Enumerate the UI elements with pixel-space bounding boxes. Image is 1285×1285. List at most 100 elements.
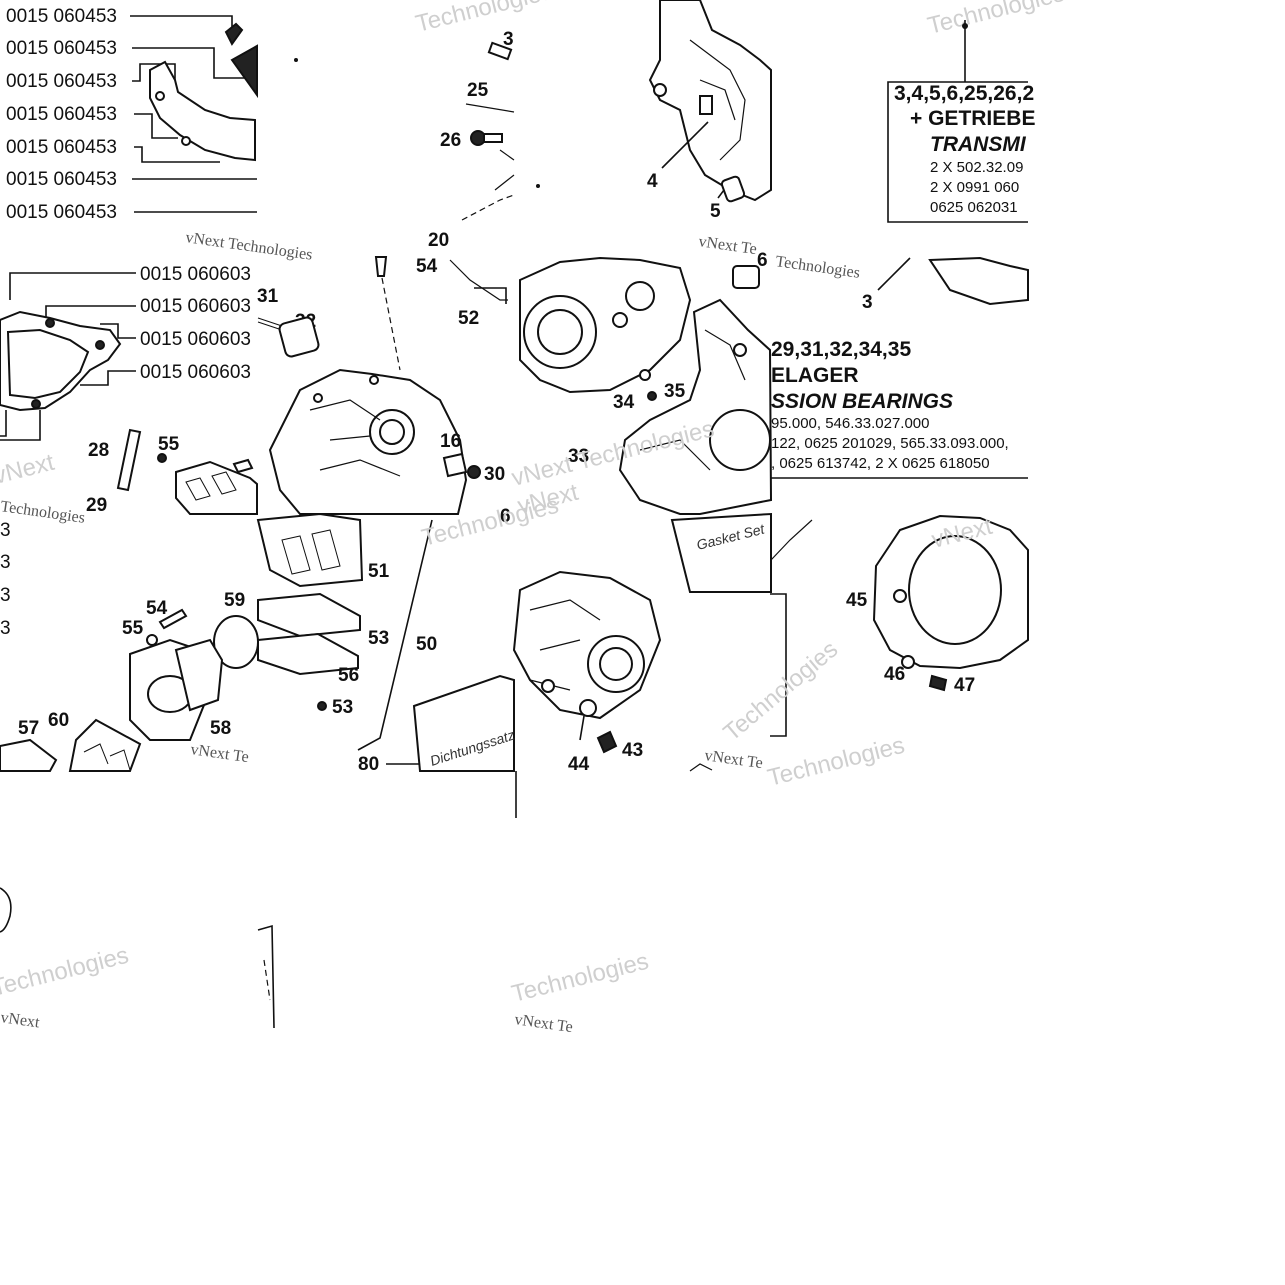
tile-clutch-cover: 45 46 47 vNext [770, 513, 1029, 696]
bolt-hole [181, 136, 191, 146]
leader-line [9, 272, 136, 300]
callout-number: 45 [846, 590, 868, 611]
leader-line [134, 146, 220, 163]
leader-line [661, 121, 709, 169]
callout-number: 3 [503, 29, 514, 50]
part-number-label: 0015 060453 [6, 137, 117, 158]
callout-number: 54 [416, 256, 438, 277]
watermark: Technologies [509, 948, 651, 1008]
bushing-part [278, 316, 320, 358]
tile-intake-parts: 54 55 59 58 60 57 vNext Te 3 3 3 3 [0, 520, 259, 772]
kit-box-line: 0625 062031 [930, 199, 1018, 216]
part-number-label: 0015 060453 [6, 104, 117, 125]
part-number-label: 3 [0, 552, 11, 573]
callout-number: 54 [146, 598, 168, 619]
leader-line [877, 257, 911, 291]
dot [294, 58, 298, 62]
callout-number: 4 [647, 171, 658, 192]
watermark: vNext Te [513, 1011, 573, 1036]
bolt-hole [639, 369, 651, 381]
crankcase-half [268, 368, 468, 515]
leader-line [474, 287, 507, 304]
bolt-hole [155, 91, 165, 101]
callout-number: 50 [416, 634, 437, 655]
gasket-edge [689, 763, 713, 772]
part-number-label: 0015 060453 [6, 71, 117, 92]
watermark: Technologies [774, 253, 861, 282]
callout-number: 59 [224, 590, 245, 611]
fitting-part [374, 256, 388, 277]
watermark: vNext [0, 449, 57, 490]
assembly-line [381, 277, 401, 371]
callout-number: 34 [613, 392, 635, 413]
bolt-hole [901, 655, 915, 669]
tile-lower-middle [257, 924, 275, 1029]
envelope-edge [257, 924, 275, 1029]
callout-number: 53 [368, 628, 389, 649]
callout-number: 60 [48, 710, 69, 731]
kit-box-heading: 3,4,5,6,25,26,2 [894, 82, 1034, 105]
watermark: Technologies [925, 0, 1067, 40]
callout-number: 31 [257, 286, 279, 307]
callout-number: 58 [210, 718, 231, 739]
watermark: vNext [0, 1009, 41, 1031]
bolt-hole [369, 375, 379, 385]
reed-valve-block [175, 460, 258, 515]
leader-line [130, 15, 233, 32]
kit-box-heading: TRANSMI [930, 133, 1027, 156]
leader-line [134, 113, 178, 139]
screw-part [317, 701, 327, 711]
screw-part [596, 730, 618, 754]
crankcase-detail [639, 329, 746, 471]
screw-part [157, 453, 167, 463]
gasket-set-envelope [670, 512, 772, 593]
watermark: Technologies [413, 0, 555, 38]
watermark: Technologies [0, 498, 86, 527]
callout-number: 46 [884, 664, 905, 685]
callout-number: 3 [862, 292, 873, 313]
bolt-hole [31, 399, 41, 409]
small-part [232, 458, 254, 474]
callout-number: 16 [440, 431, 461, 452]
assembly-line [461, 194, 515, 221]
part-number-label: 0015 060603 [140, 264, 251, 285]
bolt-hole [45, 318, 55, 328]
bearing-part [928, 256, 1029, 306]
callout-number: 5 [710, 201, 721, 222]
callout-number: 44 [568, 754, 590, 775]
tile-gasket-list-top: 0015 060453 0015 060453 0015 060453 0015… [6, 6, 313, 264]
tile-cover-top: Technologies 3 25 26 20 [294, 0, 555, 251]
gasket-set-envelope [412, 674, 515, 772]
crankcase-detail [309, 399, 401, 477]
kit-box-line: 95.000, 546.33.027.000 [771, 415, 929, 432]
crankcase-assembly [512, 570, 662, 720]
tile-lower-right: Technologies vNext Te Technologies [509, 732, 907, 1036]
callout-number: 56 [338, 665, 359, 686]
dot [536, 184, 540, 188]
gasket-segment [230, 44, 258, 99]
bracket-line [770, 593, 787, 737]
callout-number: 30 [484, 464, 505, 485]
intake-manifold [174, 638, 224, 712]
hose-part [116, 428, 142, 492]
callout-number: 25 [467, 80, 489, 101]
callout-number: 26 [440, 130, 461, 151]
leader-line [132, 47, 248, 79]
dot [962, 23, 968, 29]
bearing-bore [625, 281, 655, 311]
reed-petals [281, 529, 341, 575]
callout-number: 80 [358, 754, 379, 775]
screw-part [470, 130, 486, 146]
gasket-inner [6, 328, 90, 400]
reed-petals [83, 743, 131, 771]
envelope-fold [263, 959, 271, 1001]
kit-box-heading: 29,31,32,34,35 [771, 338, 911, 361]
callout-number: 53 [332, 697, 353, 718]
reed-petals [185, 471, 237, 501]
watermark: vNext Technologies [184, 229, 313, 264]
screw-part [467, 465, 481, 479]
screw-part [928, 674, 948, 692]
kit-box-line: 2 X 0991 060 [930, 179, 1019, 196]
tile-crankcase-assembly: Gasket Set 44 43 vNext Te Technologies [512, 512, 843, 775]
leader-line [0, 410, 7, 437]
